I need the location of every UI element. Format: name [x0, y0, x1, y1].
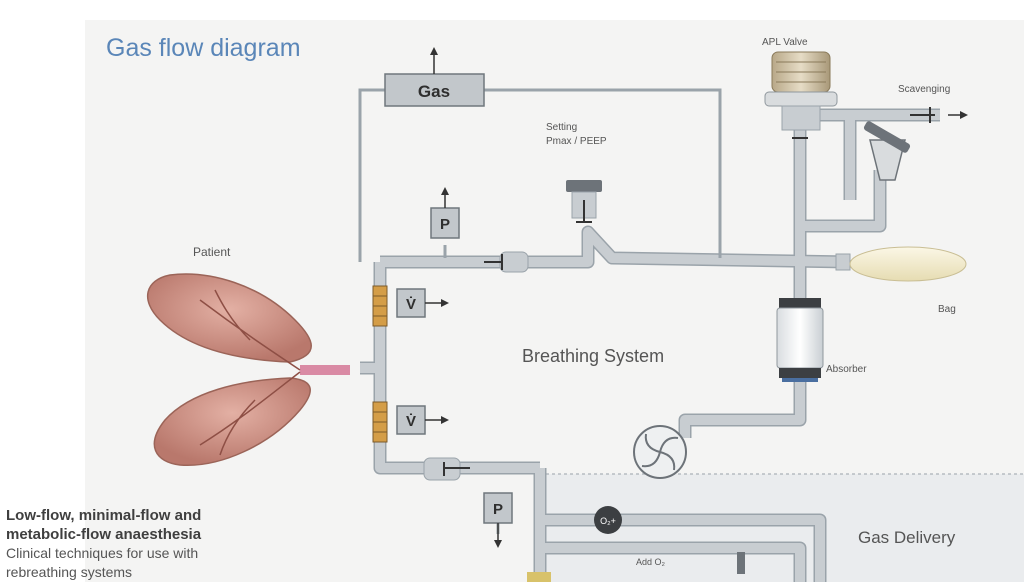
svg-text:O₂+: O₂+: [600, 516, 616, 526]
breathing-system-label: Breathing System: [522, 346, 664, 366]
svg-text:P: P: [440, 216, 450, 233]
gas-label: Gas: [418, 82, 450, 101]
scavenging-outlet: [910, 107, 968, 123]
bag-label: Bag: [938, 304, 956, 315]
peep-valve: [566, 180, 602, 223]
svg-text:P: P: [493, 501, 503, 518]
patient-label: Patient: [193, 245, 231, 259]
overflow-trap: [863, 121, 911, 181]
apl-valve-label: APL Valve: [762, 37, 808, 48]
add-o2-label: Add O₂: [636, 557, 666, 567]
patient-lungs: [146, 273, 350, 466]
svg-text:V̇: V̇: [406, 296, 416, 313]
reservoir-bag: Bag: [835, 246, 967, 315]
setting-label: Setting: [546, 122, 577, 133]
pressure-sensor-bottom: P: [483, 492, 513, 548]
flow-sensor-inspiratory: V̇: [372, 285, 449, 327]
pmax-peep-label: Pmax / PEEP: [546, 136, 607, 147]
gas-delivery-panel: [540, 474, 1024, 582]
co2-absorber: Absorber: [776, 298, 867, 382]
caption-subtitle-line1: Clinical techniques for use with: [6, 545, 199, 561]
pressure-sensor-top: P: [430, 187, 460, 239]
svg-text:V̇: V̇: [406, 413, 416, 430]
flow-sensor-expiratory: V̇: [372, 401, 449, 443]
o2-flush-button: O₂+: [594, 506, 622, 534]
scavenging-label: Scavenging: [898, 84, 950, 95]
caption-title-line2: metabolic-flow anaesthesia: [6, 526, 202, 543]
caption-subtitle-line2: rebreathing systems: [6, 564, 133, 580]
gas-delivery-label: Gas Delivery: [858, 528, 956, 547]
circulation-fan: [633, 425, 687, 479]
caption-block: Low-flow, minimal-flow and metabolic-flo…: [6, 506, 256, 582]
inspiratory-valve: [484, 251, 529, 273]
caption-title-line1: Low-flow, minimal-flow and: [6, 507, 202, 524]
diagram-title: Gas flow diagram: [106, 34, 301, 62]
absorber-label: Absorber: [826, 364, 867, 375]
apl-valve: APL Valve: [762, 37, 838, 139]
pipe-network: [360, 108, 940, 582]
flowmeter: [527, 552, 745, 582]
expiratory-valve: [423, 457, 470, 481]
gas-analyzer: Gas: [384, 47, 485, 107]
